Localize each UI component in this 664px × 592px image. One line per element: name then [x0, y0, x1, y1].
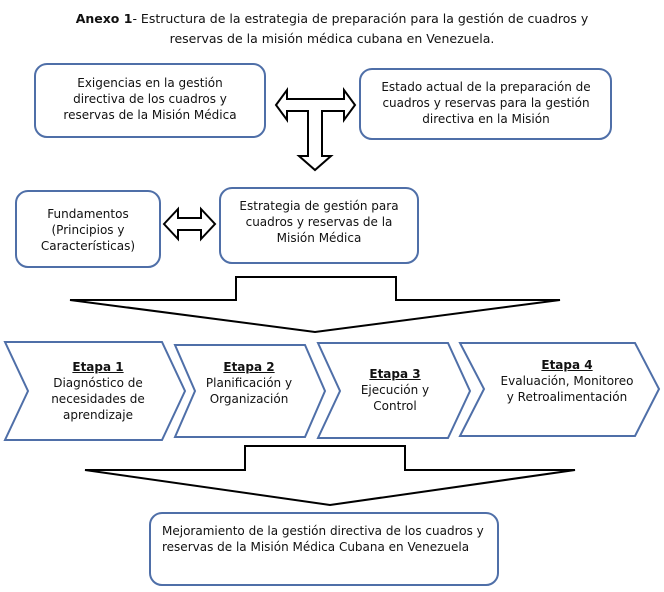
box-fundamentos-frame	[15, 190, 161, 268]
box-mejoramiento: Mejoramiento de la gestión directiva de …	[162, 524, 484, 554]
stage-2-label: Etapa 2	[223, 360, 275, 374]
stage-3-text: Ejecución y Control	[360, 383, 430, 413]
down-arrow-2-icon	[84, 445, 576, 507]
box-exigencias: Exigencias en la gestión directiva de lo…	[63, 76, 237, 122]
box-estado-actual: Estado actual de la preparación de cuadr…	[381, 80, 591, 126]
box-estrategia: Estrategia de gestión para cuadros y res…	[239, 199, 399, 245]
down-arrow-1-icon	[69, 276, 561, 334]
stage-4-text: Evaluación, Monitoreo y Retroalimentació…	[500, 374, 634, 404]
stage-2-text: Planificación y Organización	[205, 376, 293, 406]
stage-3: Etapa 3 Ejecución y Control	[345, 366, 445, 414]
box-fundamentos: Fundamentos (Principios y Característica…	[40, 207, 136, 253]
stage-4-chevron	[458, 342, 661, 437]
stage-2-chevron	[173, 344, 327, 438]
stage-1-chevron	[3, 341, 187, 441]
double-arrow-icon	[162, 206, 217, 242]
stage-1: Etapa 1 Diagnóstico de necesidades de ap…	[38, 359, 158, 423]
box-estrategia-frame	[219, 187, 419, 264]
t-double-arrow-icon	[274, 86, 357, 172]
box-exigencias-frame	[34, 63, 266, 138]
stage-2: Etapa 2 Planificación y Organización	[200, 359, 298, 407]
stage-3-chevron	[316, 342, 472, 439]
title-bold: Anexo 1	[75, 11, 133, 26]
stage-4: Etapa 4 Evaluación, Monitoreo y Retroali…	[500, 357, 634, 405]
title-line2: reservas de la misión médica cubana en V…	[169, 31, 495, 46]
title-line1: - Estructura de la estrategia de prepara…	[132, 11, 589, 26]
stage-3-label: Etapa 3	[369, 367, 421, 381]
stage-4-label: Etapa 4	[541, 358, 593, 372]
box-mejoramiento-frame	[149, 512, 499, 586]
box-estado-frame	[359, 68, 612, 140]
stage-1-text: Diagnóstico de necesidades de aprendizaj…	[51, 376, 145, 422]
diagram-title: Anexo 1- Estructura de la estrategia de …	[0, 9, 664, 49]
stage-1-label: Etapa 1	[72, 360, 124, 374]
